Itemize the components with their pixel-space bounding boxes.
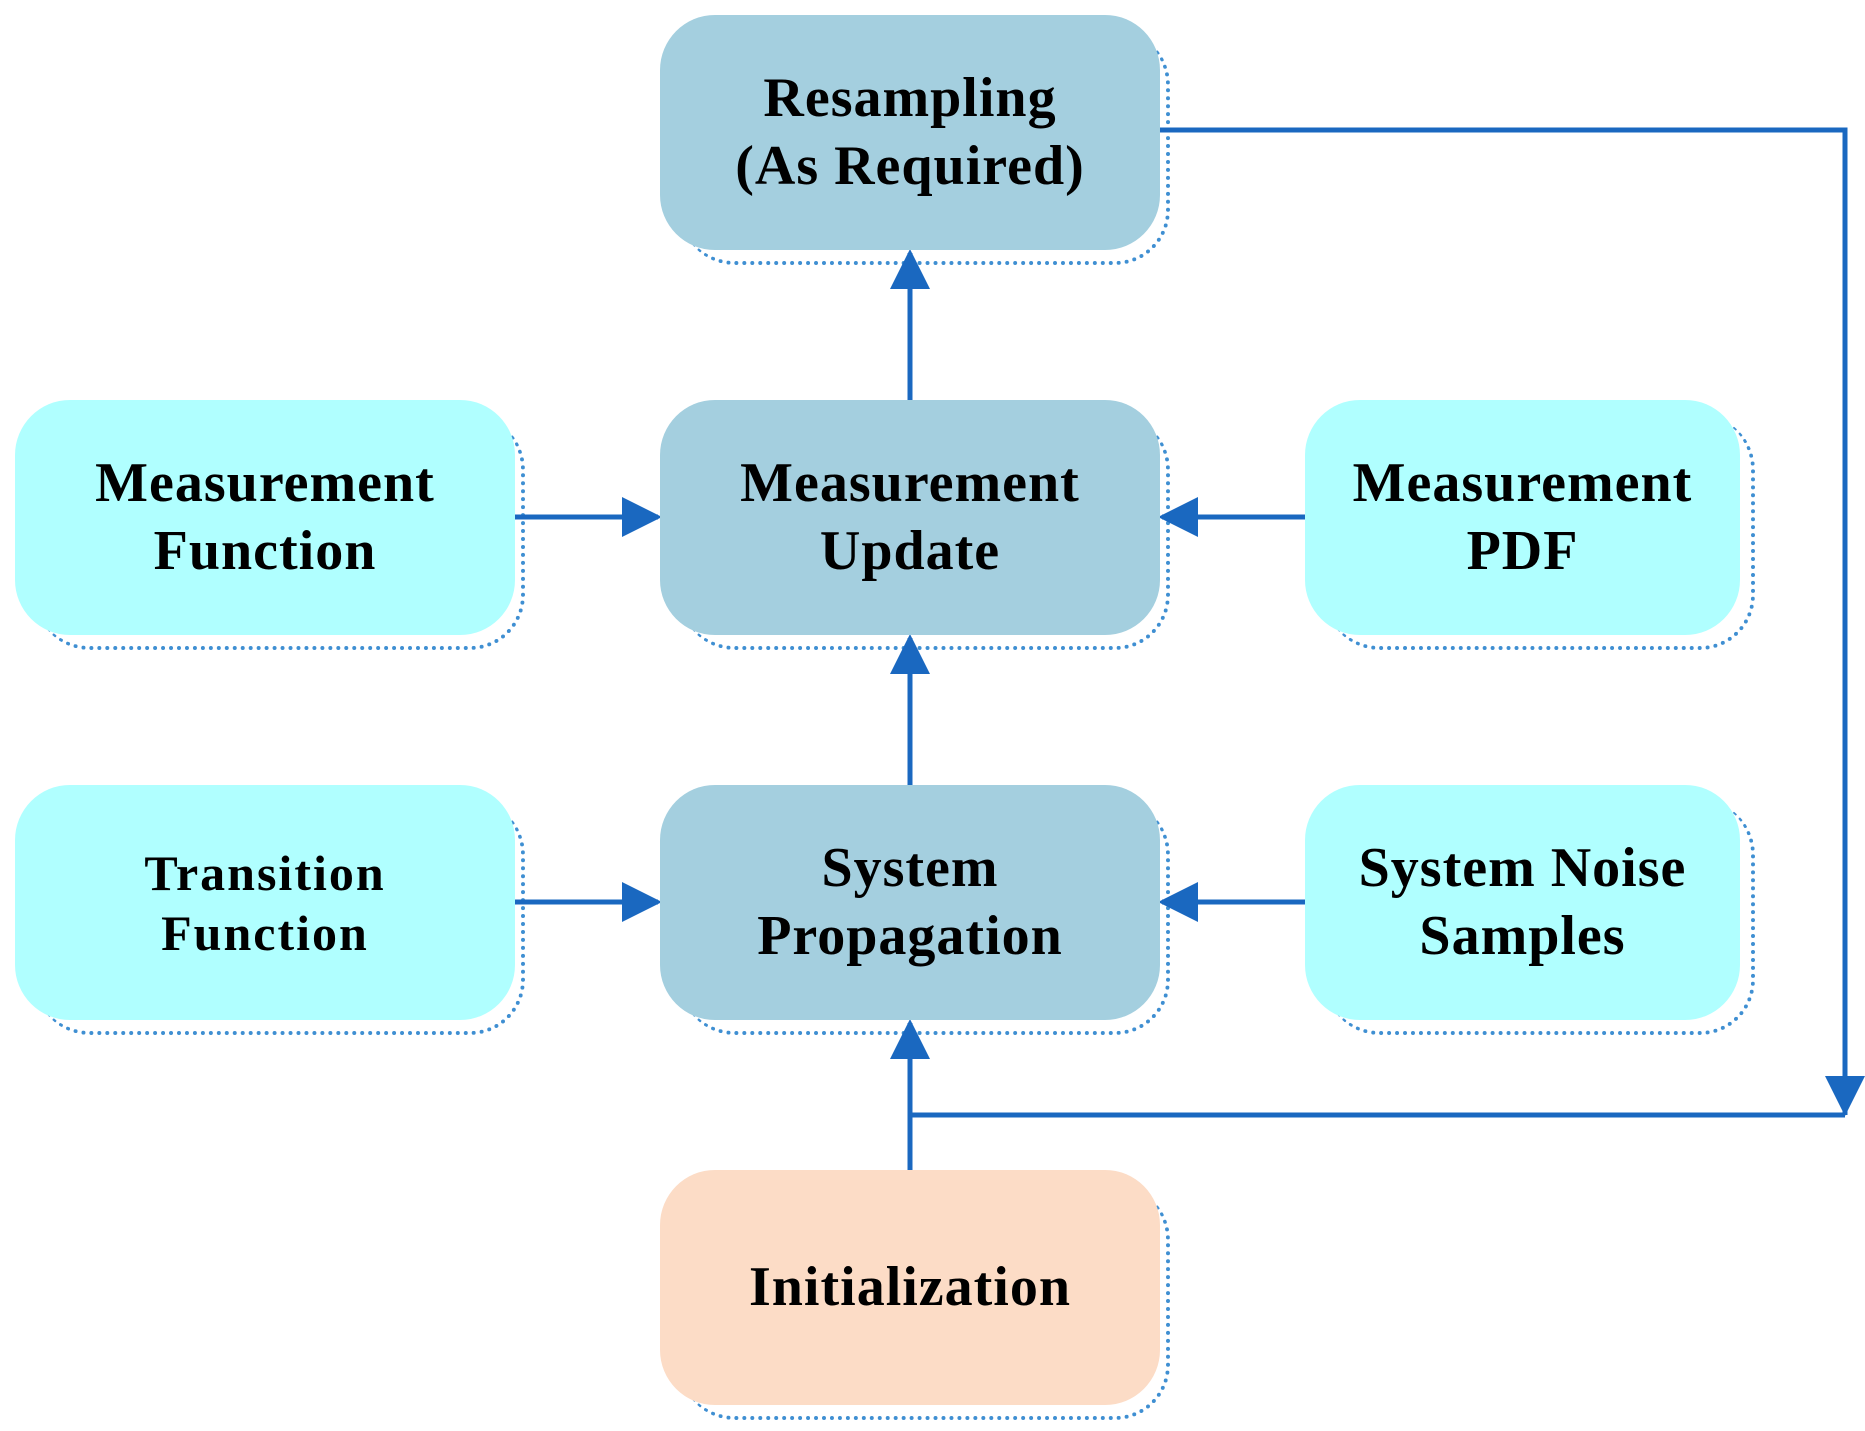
measurement-function-shadow [35, 415, 525, 650]
measurement-update-node: Measurement Update [660, 400, 1160, 635]
measurement-update-label-line1: Measurement [740, 452, 1080, 515]
initialization-node: Initialization [660, 1170, 1160, 1405]
measurement-function-label-line1: Measurement [95, 452, 435, 515]
system-propagation-label-line2: Propagation [757, 904, 1063, 967]
measurement-pdf-node: Measurement PDF [1305, 400, 1740, 635]
system-noise-samples-label-line1: System Noise [1358, 837, 1687, 900]
feedback-loop-path [1160, 127, 1848, 1115]
system-noise-samples-shadow [1325, 800, 1755, 1035]
measurement-function-label-line2: Function [153, 519, 377, 582]
initialization-label: Initialization [748, 1255, 1072, 1318]
system-noise-samples-node: System Noise Samples [1305, 785, 1740, 1020]
resampling-label-line1: Resampling [763, 67, 1057, 130]
measurement-update-label-line2: Update [819, 519, 1001, 582]
measurement-pdf-label-line1: Measurement [1352, 452, 1693, 515]
system-propagation-label-line1: System [821, 837, 999, 900]
transition-function-label-line2: Function [161, 904, 369, 961]
system-propagation-node: System Propagation [660, 785, 1160, 1020]
initialization-shadow [680, 1185, 1170, 1420]
transition-function-shadow [35, 800, 525, 1035]
transition-function-node: Transition Function [15, 785, 515, 1020]
system-noise-samples-label-line2: Samples [1419, 904, 1626, 967]
resampling-node: Resampling (As Required) [660, 15, 1160, 250]
resampling-label-line2: (As Required) [735, 134, 1085, 197]
measurement-pdf-shadow [1325, 415, 1755, 650]
transition-function-label-line1: Transition [144, 844, 386, 901]
measurement-pdf-label-line2: PDF [1466, 519, 1579, 582]
measurement-function-node: Measurement Function [15, 400, 515, 635]
